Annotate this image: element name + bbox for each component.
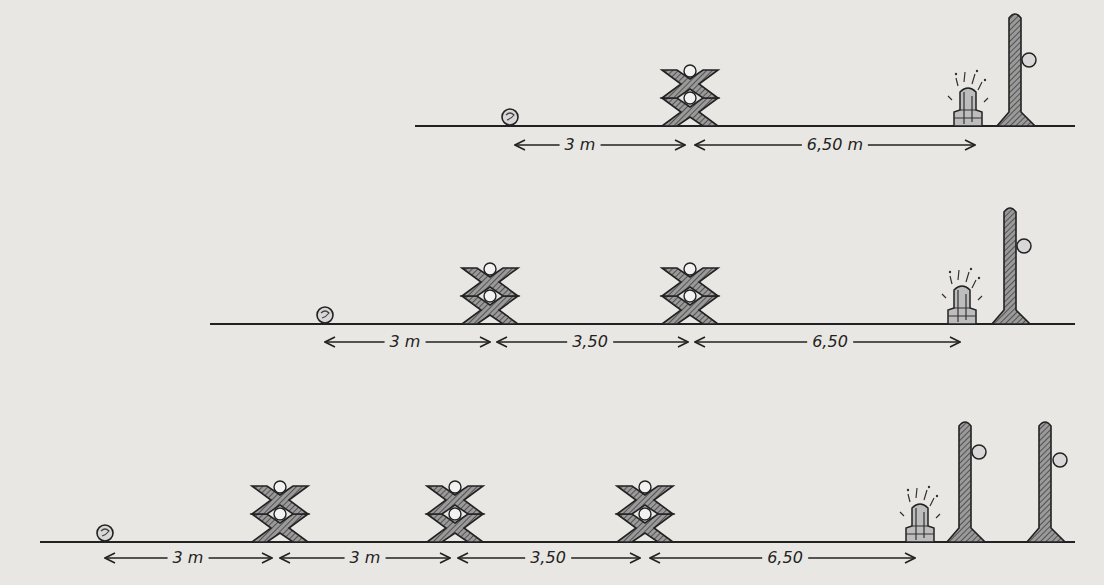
dimension-label: 3 m [560, 135, 601, 154]
dimension-label: 3,50 [567, 332, 613, 351]
post [947, 422, 986, 542]
hurdle [617, 481, 673, 542]
post [1027, 422, 1067, 542]
post [997, 14, 1036, 126]
dimension-label: 6,50 [762, 548, 808, 567]
target-figure [942, 268, 982, 324]
ball [97, 525, 113, 541]
dimension-label: 3 m [345, 548, 386, 567]
dimension-label: 6,50 m [802, 135, 868, 154]
hurdle [662, 263, 718, 324]
dimension-label: 3 m [385, 332, 426, 351]
ball [502, 109, 518, 125]
hurdle [427, 481, 483, 542]
target-figure [900, 486, 940, 542]
dimension-label: 3 m [168, 548, 209, 567]
dimension-label: 3,50 [525, 548, 571, 567]
post [992, 208, 1031, 324]
hurdle [252, 481, 308, 542]
hurdle [462, 263, 518, 324]
hurdle [662, 65, 718, 126]
ball [317, 307, 333, 323]
ground-line [210, 323, 1075, 325]
dimension-label: 6,50 [807, 332, 853, 351]
target-figure [948, 70, 988, 126]
